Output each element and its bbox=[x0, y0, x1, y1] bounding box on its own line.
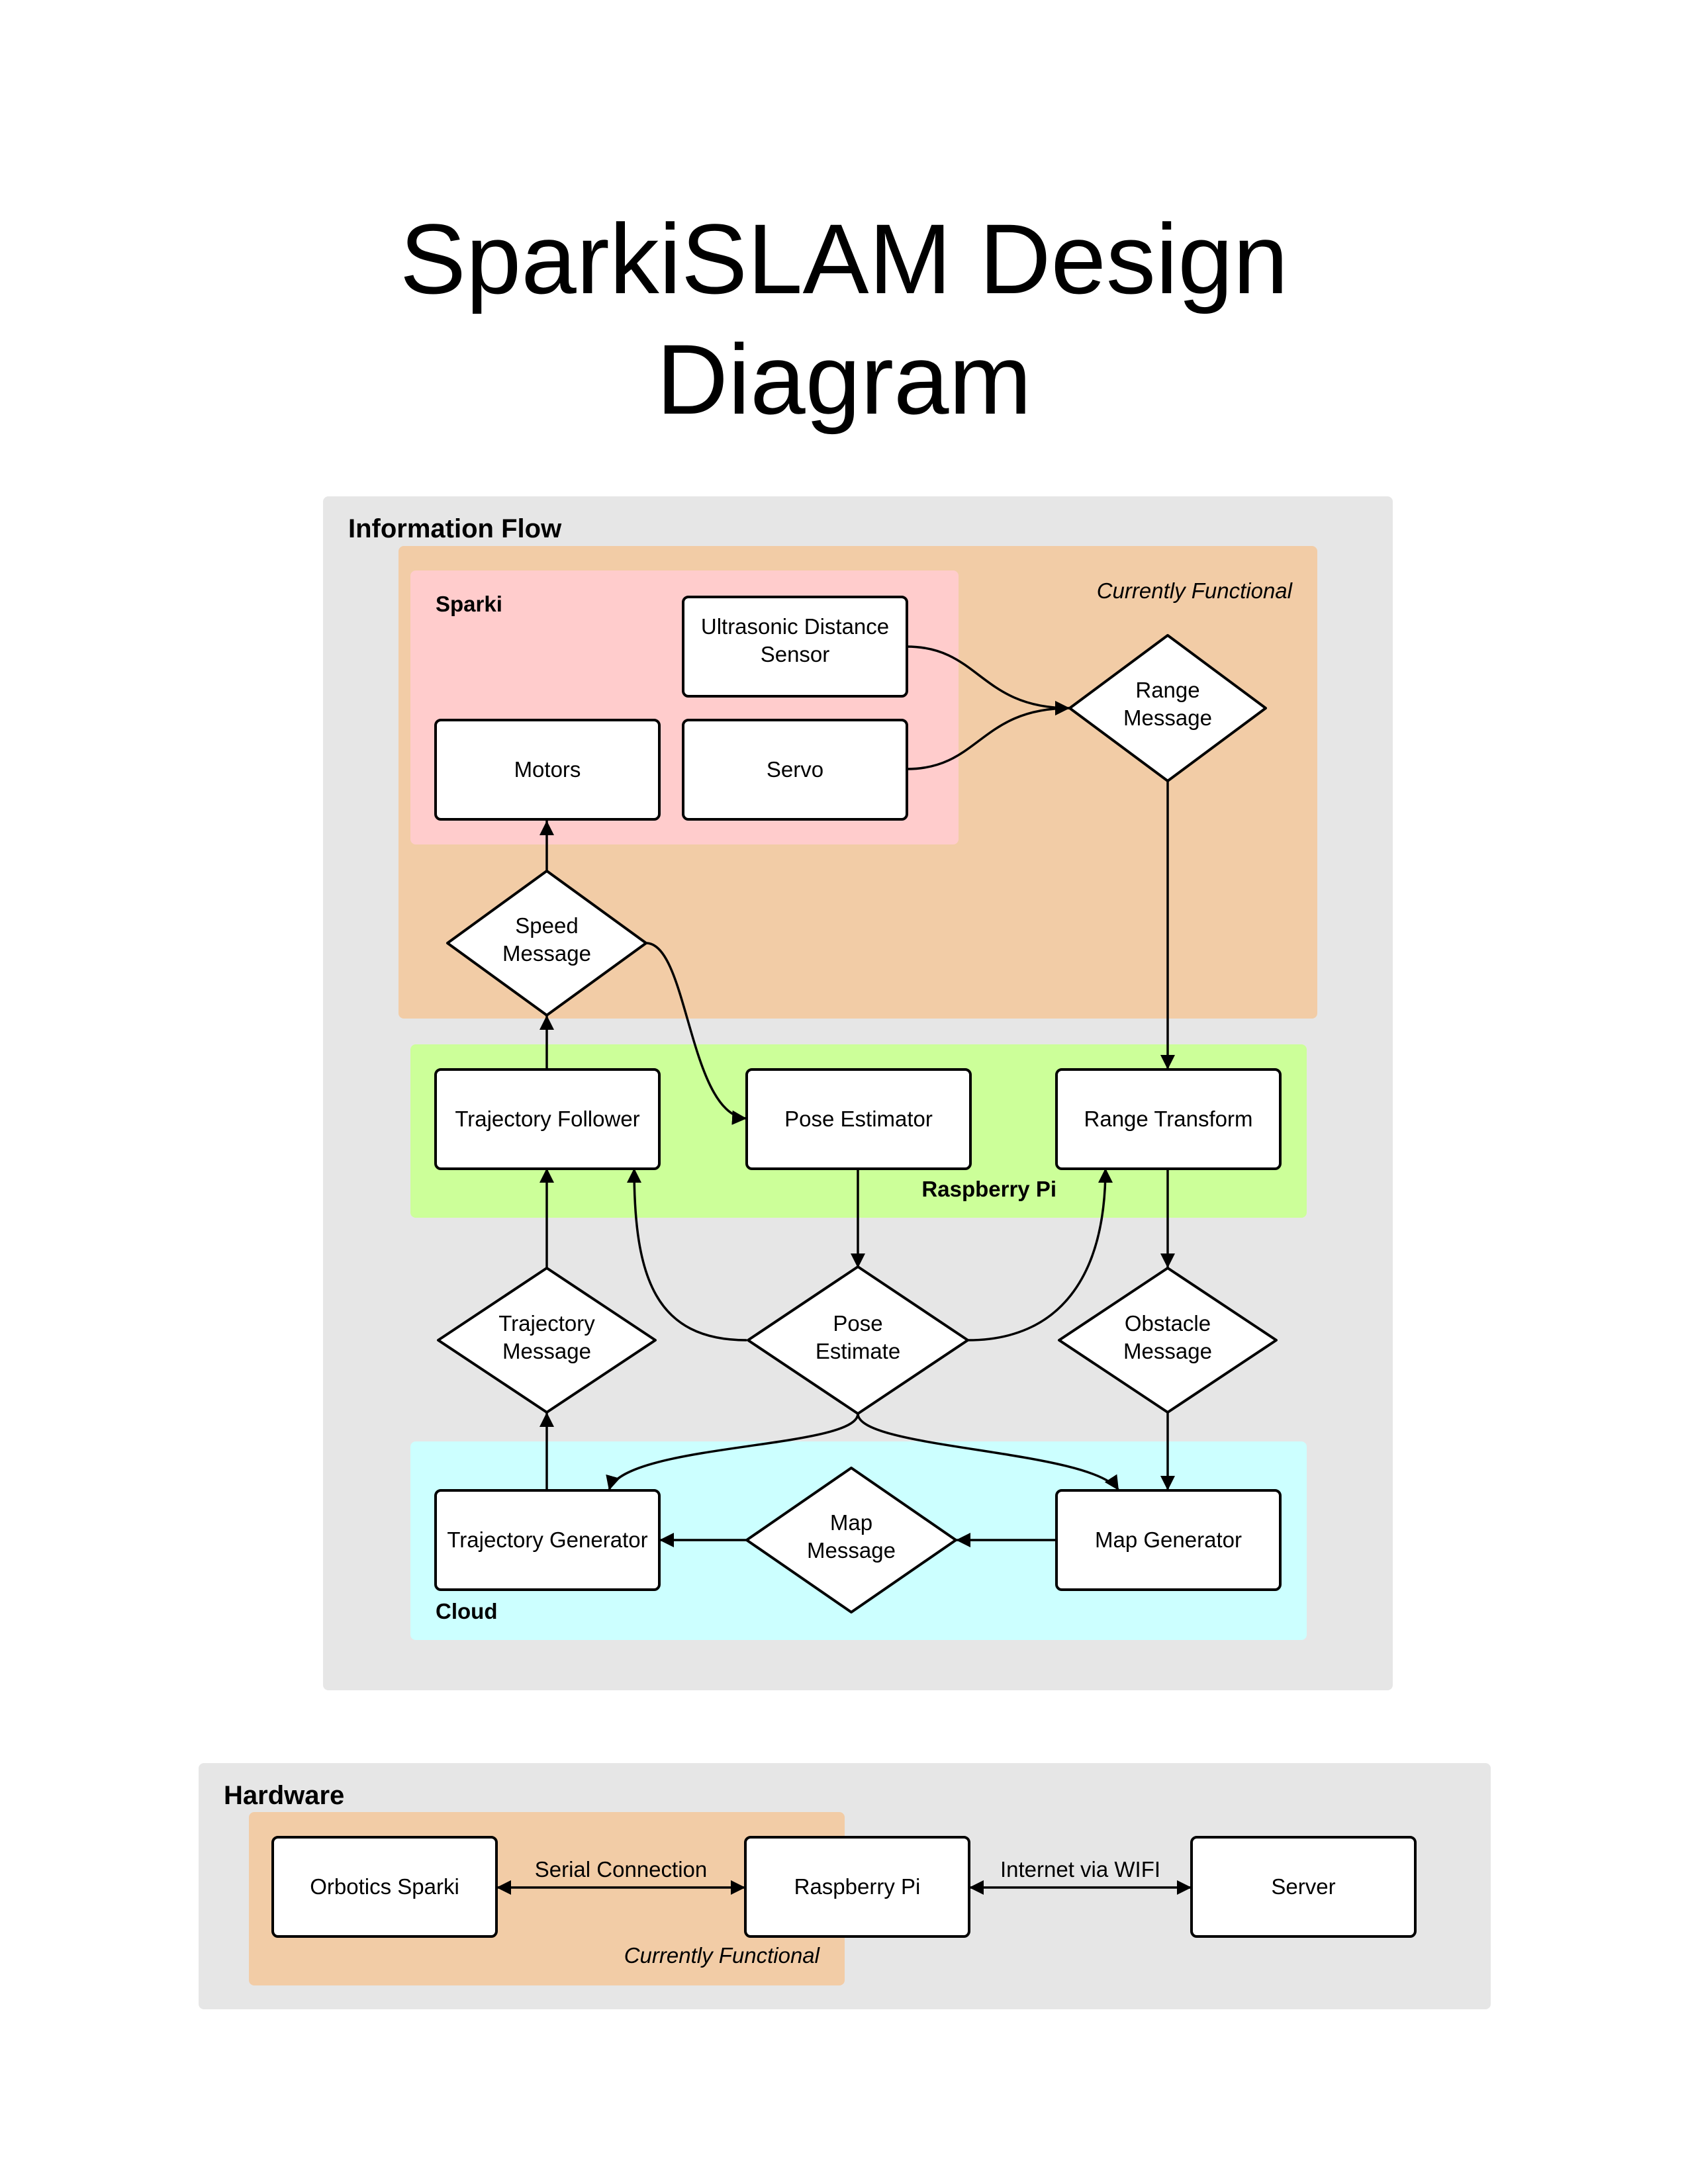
range-transform-label: Range Transform bbox=[1084, 1107, 1253, 1131]
edge-ultrasonic-to-range-message bbox=[906, 645, 1070, 715]
cloud-group-label: Cloud bbox=[436, 1599, 497, 1623]
page-title-line-2: Diagram bbox=[656, 324, 1032, 435]
node-motors: Motors bbox=[434, 719, 661, 821]
hardware-panel: Hardware Currently Functional Serial Con… bbox=[199, 1763, 1491, 2009]
edge-speed-message-to-pose-estimator bbox=[645, 942, 747, 1125]
pose-estimator-label: Pose Estimator bbox=[784, 1107, 933, 1131]
edge-pose-estimate-to-map-generator bbox=[857, 1413, 1120, 1491]
serial-connection-label: Serial Connection bbox=[535, 1857, 708, 1882]
range-message-label-line-2: Message bbox=[1123, 705, 1212, 730]
servo-label: Servo bbox=[767, 757, 823, 782]
node-range-message: Range Message bbox=[1068, 634, 1267, 782]
node-map-message: Map Message bbox=[745, 1467, 957, 1614]
edge-pose-estimate-to-trajectory-generator bbox=[606, 1413, 859, 1491]
node-servo: Servo bbox=[682, 719, 908, 821]
node-server: Server bbox=[1190, 1836, 1417, 1938]
trajectory-follower-label: Trajectory Follower bbox=[455, 1107, 639, 1131]
node-obstacle-message: Obstacle Message bbox=[1058, 1267, 1278, 1414]
speed-message-label-line-2: Message bbox=[502, 941, 591, 966]
raspberry-pi-hardware-label: Raspberry Pi bbox=[794, 1874, 921, 1899]
page-title: SparkiSLAM Design Diagram bbox=[0, 199, 1688, 439]
node-orbotics-sparki: Orbotics Sparki bbox=[271, 1836, 498, 1938]
speed-message-label-line-1: Speed bbox=[515, 913, 578, 938]
pose-estimate-label-line-1: Pose bbox=[833, 1311, 882, 1336]
edge-pose-estimate-to-range-transform bbox=[967, 1167, 1113, 1342]
information-flow-edges bbox=[539, 645, 1175, 1547]
ultrasonic-label-line-1: Ultrasonic Distance bbox=[701, 614, 889, 639]
edge-pose-estimate-to-trajectory-follower bbox=[627, 1167, 747, 1342]
node-trajectory-follower: Trajectory Follower bbox=[434, 1068, 661, 1170]
page-title-line-1: SparkiSLAM Design bbox=[399, 203, 1289, 314]
server-label: Server bbox=[1271, 1874, 1335, 1899]
orbotics-sparki-label: Orbotics Sparki bbox=[310, 1874, 459, 1899]
hardware-label: Hardware bbox=[224, 1781, 344, 1810]
map-generator-label: Map Generator bbox=[1095, 1527, 1242, 1552]
information-flow-panel: Information Flow Currently Functional Sp… bbox=[323, 496, 1393, 1690]
node-pose-estimate: Pose Estimate bbox=[747, 1265, 969, 1415]
raspberry-pi-group-label: Raspberry Pi bbox=[921, 1177, 1056, 1201]
functional-note: Currently Functional bbox=[1097, 578, 1293, 603]
node-range-transform: Range Transform bbox=[1055, 1068, 1282, 1170]
trajectory-message-label-line-1: Trajectory bbox=[498, 1311, 595, 1336]
hardware-functional-note: Currently Functional bbox=[624, 1943, 821, 1968]
map-message-label-line-1: Map bbox=[830, 1510, 872, 1535]
pose-estimate-label-line-2: Estimate bbox=[816, 1339, 900, 1363]
node-pose-estimator: Pose Estimator bbox=[745, 1068, 972, 1170]
internet-via-wifi-label: Internet via WIFI bbox=[1000, 1857, 1160, 1882]
ultrasonic-label-line-2: Sensor bbox=[761, 642, 830, 666]
node-map-generator: Map Generator bbox=[1055, 1489, 1282, 1591]
node-trajectory-generator: Trajectory Generator bbox=[434, 1489, 661, 1591]
obstacle-message-label-line-1: Obstacle bbox=[1125, 1311, 1211, 1336]
node-trajectory-message: Trajectory Message bbox=[437, 1267, 657, 1414]
motors-label: Motors bbox=[514, 757, 581, 782]
obstacle-message-label-line-2: Message bbox=[1123, 1339, 1212, 1363]
map-message-label-line-2: Message bbox=[807, 1538, 896, 1563]
edge-servo-to-range-message bbox=[906, 701, 1070, 770]
trajectory-message-label-line-2: Message bbox=[502, 1339, 591, 1363]
range-message-label-line-1: Range bbox=[1135, 678, 1199, 702]
trajectory-generator-label: Trajectory Generator bbox=[447, 1527, 647, 1552]
sparki-group-label: Sparki bbox=[436, 592, 502, 616]
node-speed-message: Speed Message bbox=[446, 870, 647, 1017]
node-ultrasonic-sensor: Ultrasonic Distance Sensor bbox=[682, 596, 908, 698]
node-raspberry-pi-hardware: Raspberry Pi bbox=[744, 1836, 970, 1938]
information-flow-label: Information Flow bbox=[348, 514, 562, 543]
